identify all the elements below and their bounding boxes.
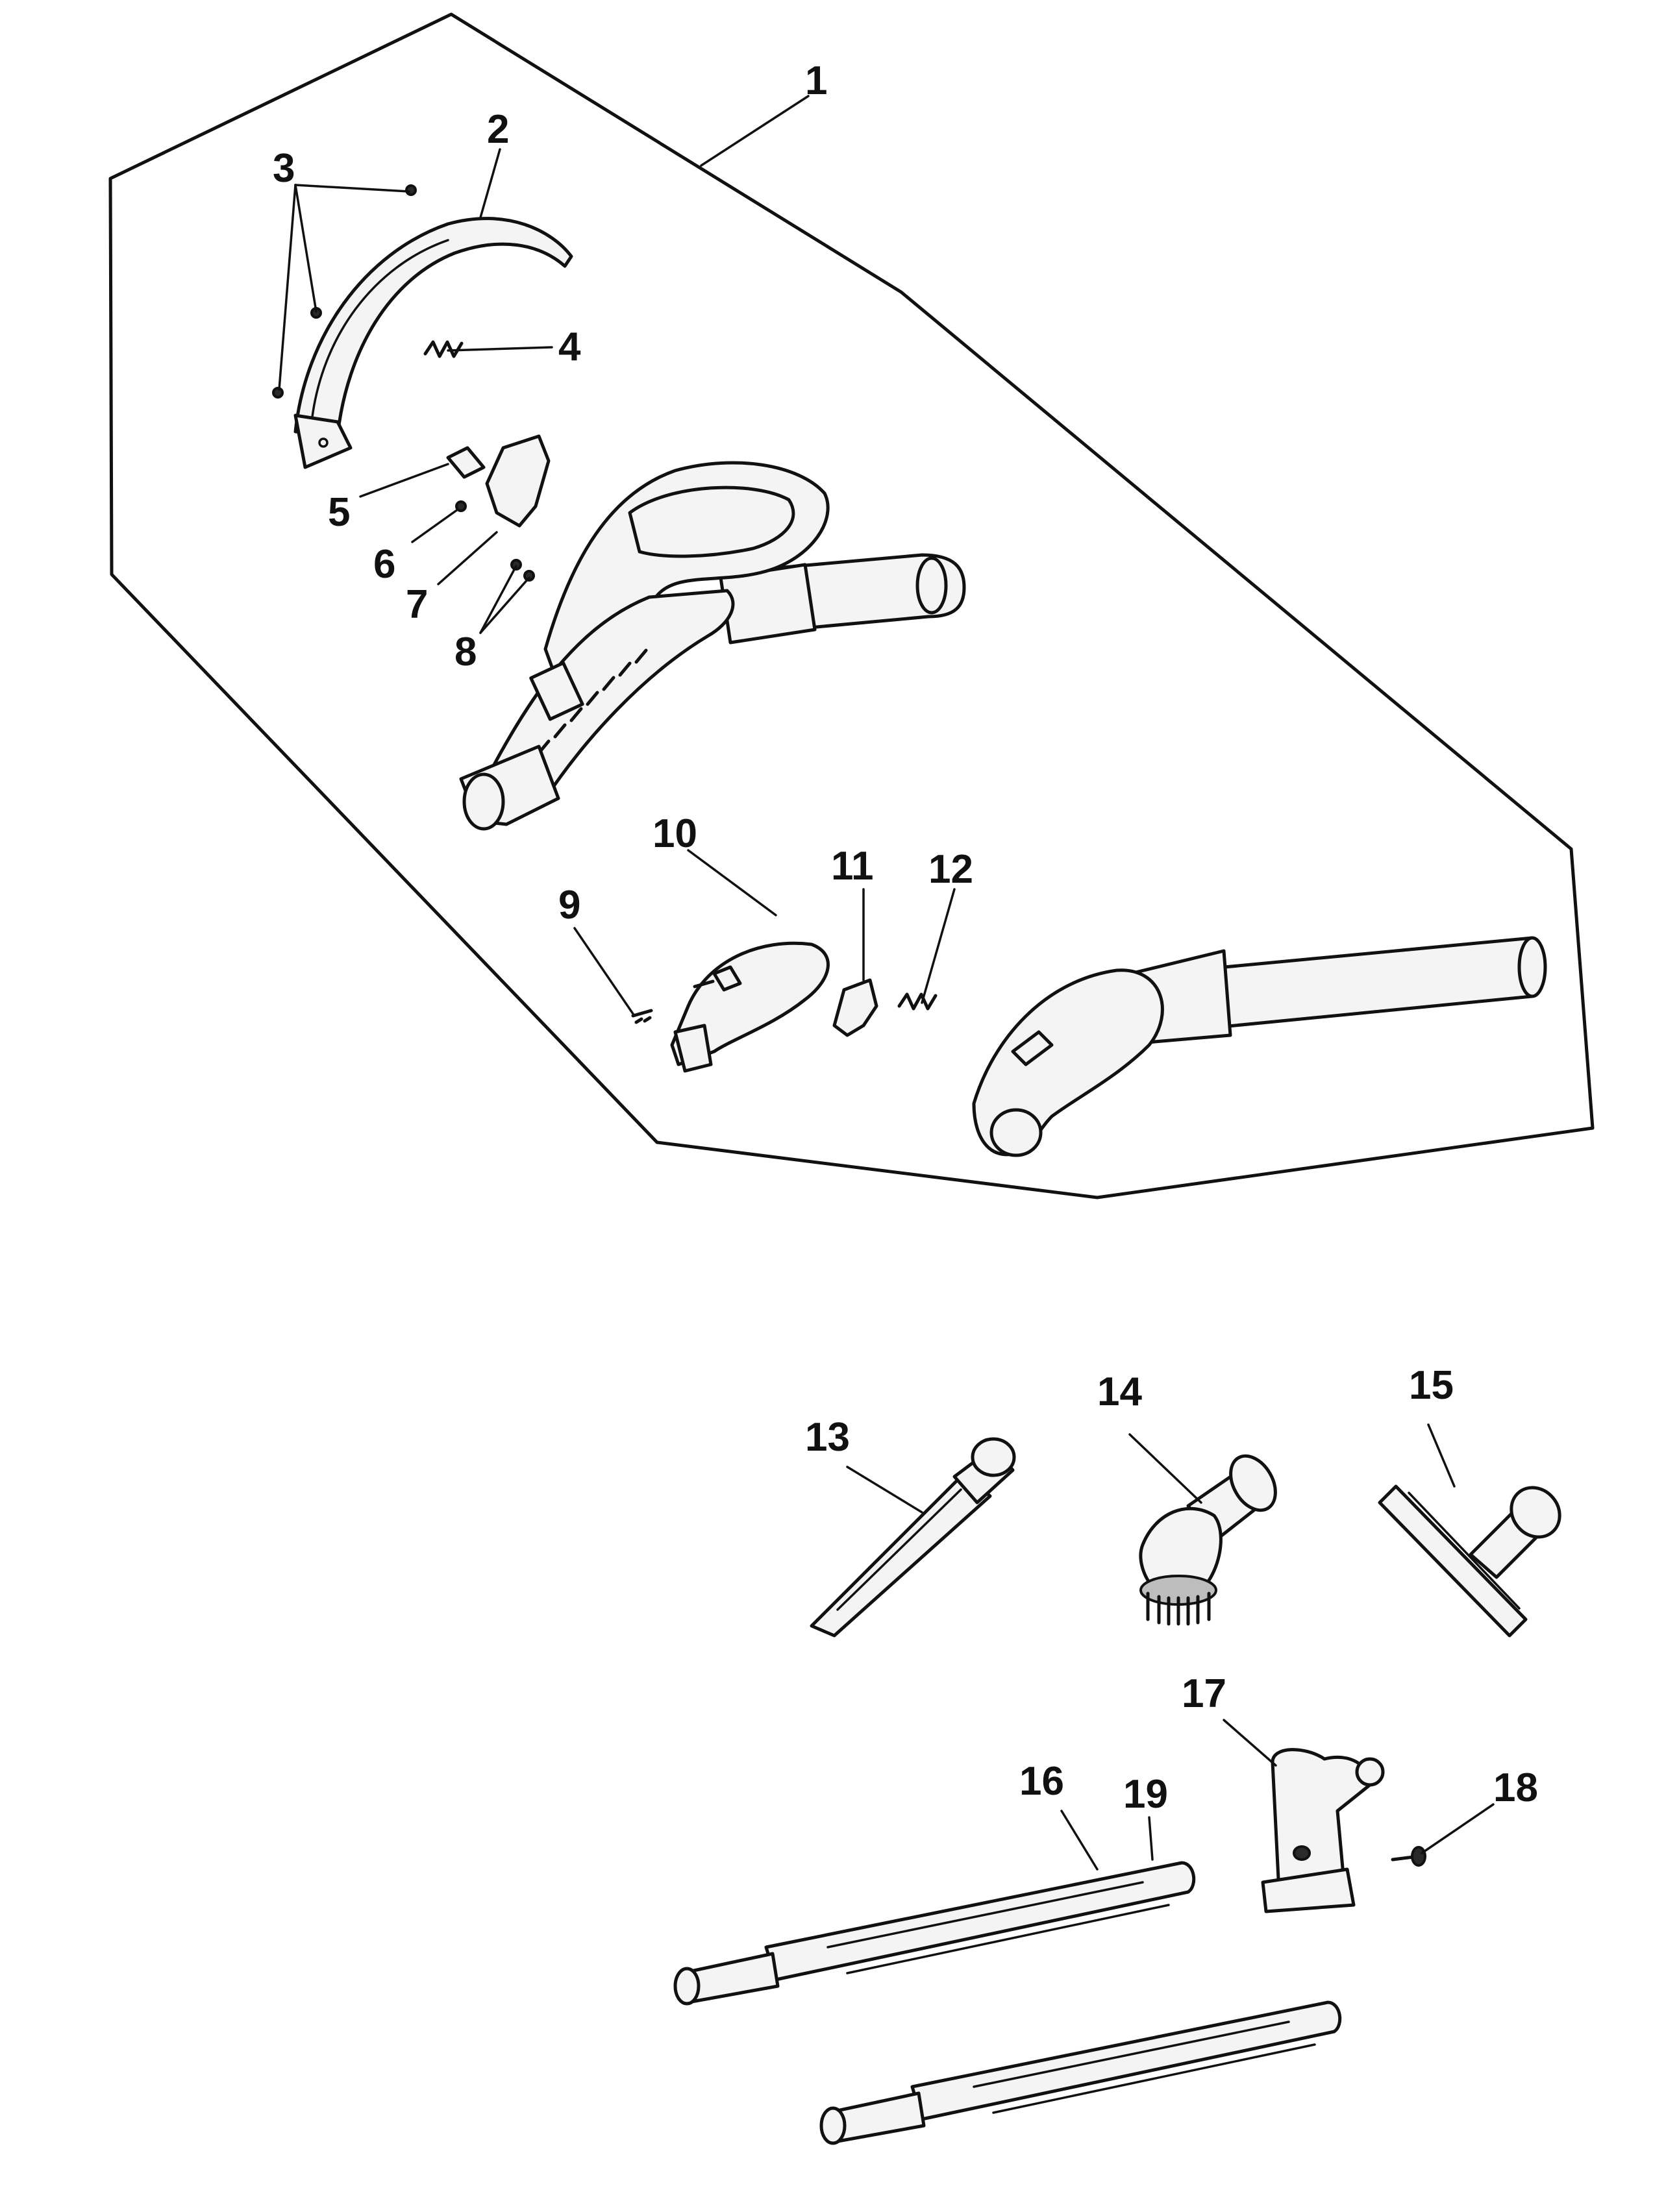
callout-1: 1 (805, 58, 827, 103)
callout-12: 12 (928, 847, 973, 892)
screw-icon (455, 500, 467, 512)
leader-lines (278, 95, 1495, 1871)
callout-9: 9 (558, 883, 580, 928)
callout-17: 17 (1182, 1671, 1226, 1716)
spring-part-12 (897, 992, 938, 1011)
callout-3: 3 (273, 146, 295, 191)
callout-16: 16 (1019, 1759, 1064, 1804)
crevice-tool-part-13 (810, 1437, 1016, 1638)
button-part-5 (446, 446, 486, 479)
upholstery-tool-part-15 (1378, 1484, 1561, 1638)
callout-8: 8 (454, 630, 477, 674)
latch-part-7 (485, 434, 551, 528)
screw-part-9 (631, 1009, 653, 1024)
wand-tube-part-lower (819, 2000, 1342, 2145)
latch-part-11 (832, 978, 878, 1037)
callout-19: 19 (1123, 1772, 1168, 1817)
curved-wand-part (972, 936, 1547, 1157)
callout-15: 15 (1409, 1363, 1454, 1408)
grip-cover-part (272, 184, 573, 469)
spring-part-4 (423, 340, 464, 358)
callout-2: 2 (487, 107, 509, 152)
wand-tube-part-16 (673, 1861, 1196, 2006)
screw-icon (272, 387, 284, 399)
tool-clip-part-17 (1261, 1748, 1385, 1913)
screw-icon (405, 184, 417, 196)
screw-icon (510, 559, 522, 571)
screw-icon (523, 570, 535, 582)
assembly-outline (108, 12, 1595, 1199)
callout-4: 4 (558, 325, 581, 369)
cover-part-10 (670, 941, 830, 1073)
handle-assembly-part (459, 461, 966, 831)
callout-18: 18 (1493, 1765, 1538, 1810)
callout-7: 7 (406, 582, 428, 627)
screw-part-18 (1391, 1846, 1426, 1867)
callout-14: 14 (1097, 1370, 1142, 1414)
callout-11: 11 (831, 844, 874, 889)
callout-5: 5 (328, 490, 350, 535)
callout-13: 13 (805, 1415, 850, 1460)
callout-6: 6 (373, 542, 395, 587)
callout-10: 10 (652, 811, 697, 856)
dusting-brush-part-14 (1139, 1454, 1277, 1626)
